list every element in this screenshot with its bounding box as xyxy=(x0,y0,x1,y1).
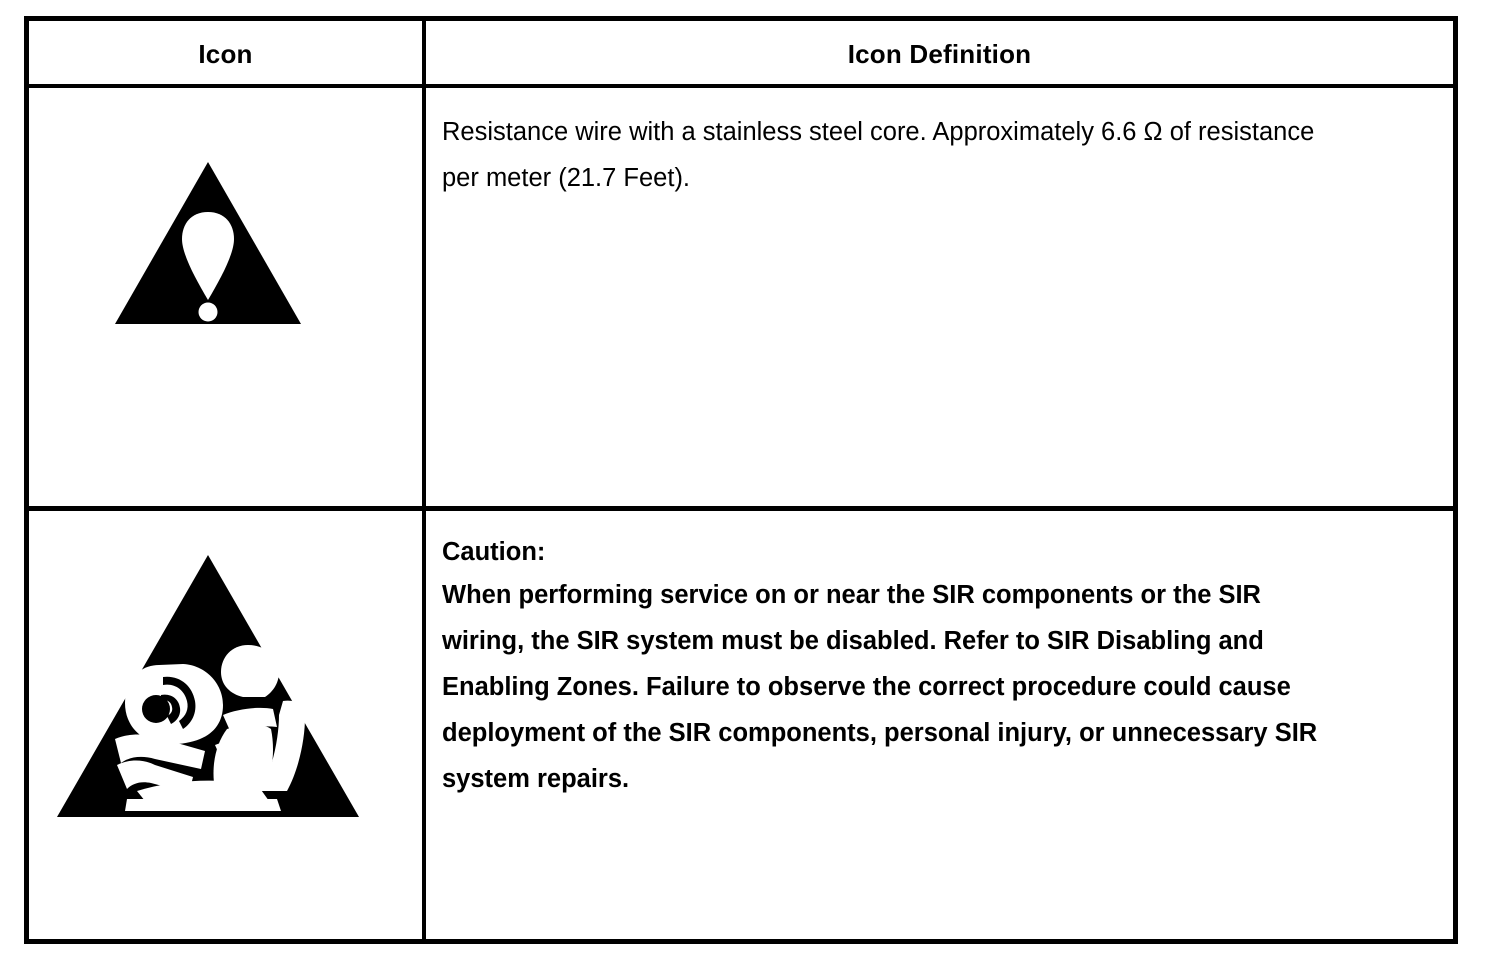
definition-cell-resistance-wire: Resistance wire with a stainless steel c… xyxy=(426,88,1453,506)
header-cell-definition: Icon Definition xyxy=(426,21,1453,84)
icon-cell-sir-caution xyxy=(29,511,426,939)
table-row: Caution: When performing service on or n… xyxy=(29,511,1453,939)
caution-text-block: Caution: When performing service on or n… xyxy=(426,511,1453,802)
column-header-icon: Icon xyxy=(198,39,253,69)
definition-line: wiring, the SIR system must be disabled.… xyxy=(442,627,1264,655)
definition-text-block: Resistance wire with a stainless steel c… xyxy=(426,88,1453,201)
definition-line: system repairs. xyxy=(442,765,630,793)
table-header-row: Icon Icon Definition xyxy=(29,21,1453,88)
sir-airbag-deployment-warning-icon xyxy=(55,553,361,819)
icon-cell-resistance-wire xyxy=(29,88,426,506)
icon-definition-table: Icon Icon Definition xyxy=(24,16,1458,944)
caution-label: Caution: xyxy=(442,538,546,566)
definition-cell-sir-caution: Caution: When performing service on or n… xyxy=(426,511,1453,939)
definition-line: Resistance wire with a stainless steel c… xyxy=(442,118,1315,146)
column-header-icon-definition: Icon Definition xyxy=(847,39,1032,69)
definition-line: per meter (21.7 Feet). xyxy=(442,164,691,192)
definition-line: deployment of the SIR components, person… xyxy=(442,719,1318,747)
warning-triangle-exclamation-icon xyxy=(113,160,303,326)
definition-line: Enabling Zones. Failure to observe the c… xyxy=(442,673,1291,701)
header-cell-icon: Icon xyxy=(29,21,426,84)
definition-line: When performing service on or near the S… xyxy=(442,581,1261,609)
table-row: Resistance wire with a stainless steel c… xyxy=(29,88,1453,511)
